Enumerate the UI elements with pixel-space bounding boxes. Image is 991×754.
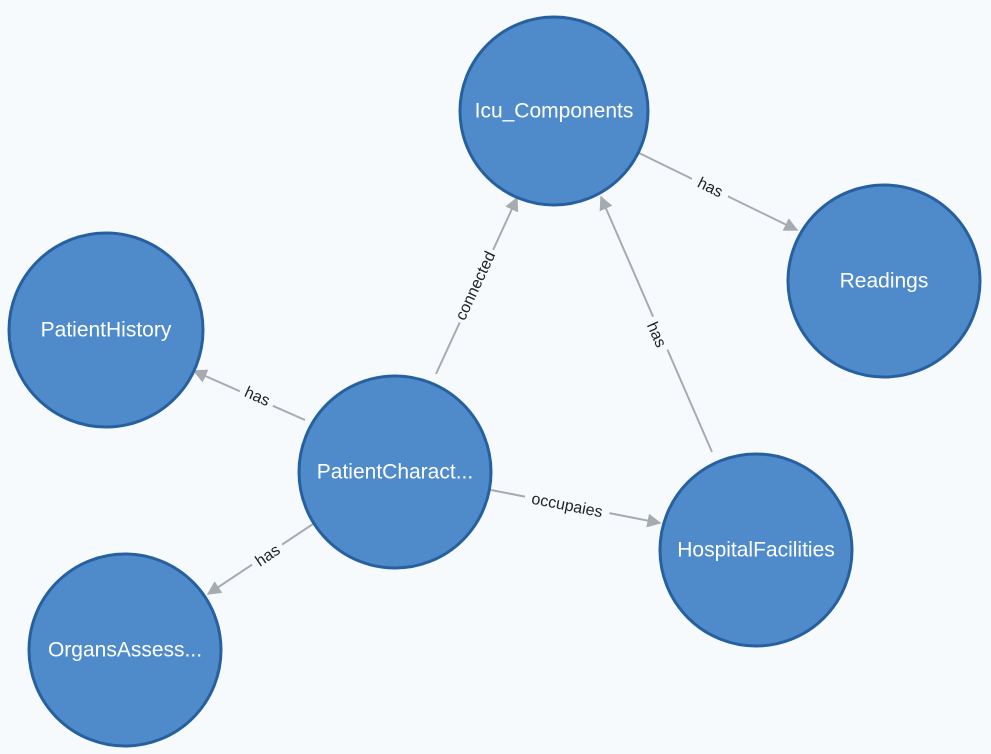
node-organs-assessment-circle [27,552,223,748]
edge-patient-to-history[interactable]: has [192,369,306,421]
node-icu-components[interactable]: Icu_Components [458,15,650,207]
node-icu-components-label: Icu_Components [475,100,634,123]
node-patient-history[interactable]: PatientHistory [7,231,205,429]
node-hospital-facilities-label: HospitalFacilities [677,539,835,562]
node-patient-history-label: PatientHistory [41,319,172,342]
node-patient-history-circle [7,231,205,429]
node-patient-characteristics-circle [297,374,493,570]
node-icu-components-circle [458,15,650,207]
edge-label-bg [236,379,278,415]
edge-label-bg [522,486,612,526]
node-readings-label: Readings [840,270,929,293]
edge-label-bg [692,177,728,197]
node-organs-assessment-label: OrgansAssess... [48,639,202,662]
edge-icu-to-readings[interactable]: has [638,152,799,231]
edge-patient-to-organs[interactable]: has [206,521,317,595]
node-hospital-facilities[interactable]: HospitalFacilities [658,452,854,648]
node-organs-assessment[interactable]: OrgansAssess... [27,552,223,748]
edge-label-bg [246,536,290,576]
node-hospital-facilities-circle [658,452,854,648]
node-readings-circle [786,183,982,379]
edge-patient-to-icu[interactable]: connected [435,196,519,375]
edge-hospital-to-icu[interactable]: has [599,195,713,453]
node-patient-characteristics[interactable]: PatientCharact... [297,374,493,570]
edge-label-bg [638,314,674,356]
edge-patient-to-hospital[interactable]: occupaies [490,486,662,528]
edge-label-bg [448,244,504,328]
node-patient-characteristics-label: PatientCharact... [317,461,473,484]
node-readings[interactable]: Readings [786,183,982,379]
